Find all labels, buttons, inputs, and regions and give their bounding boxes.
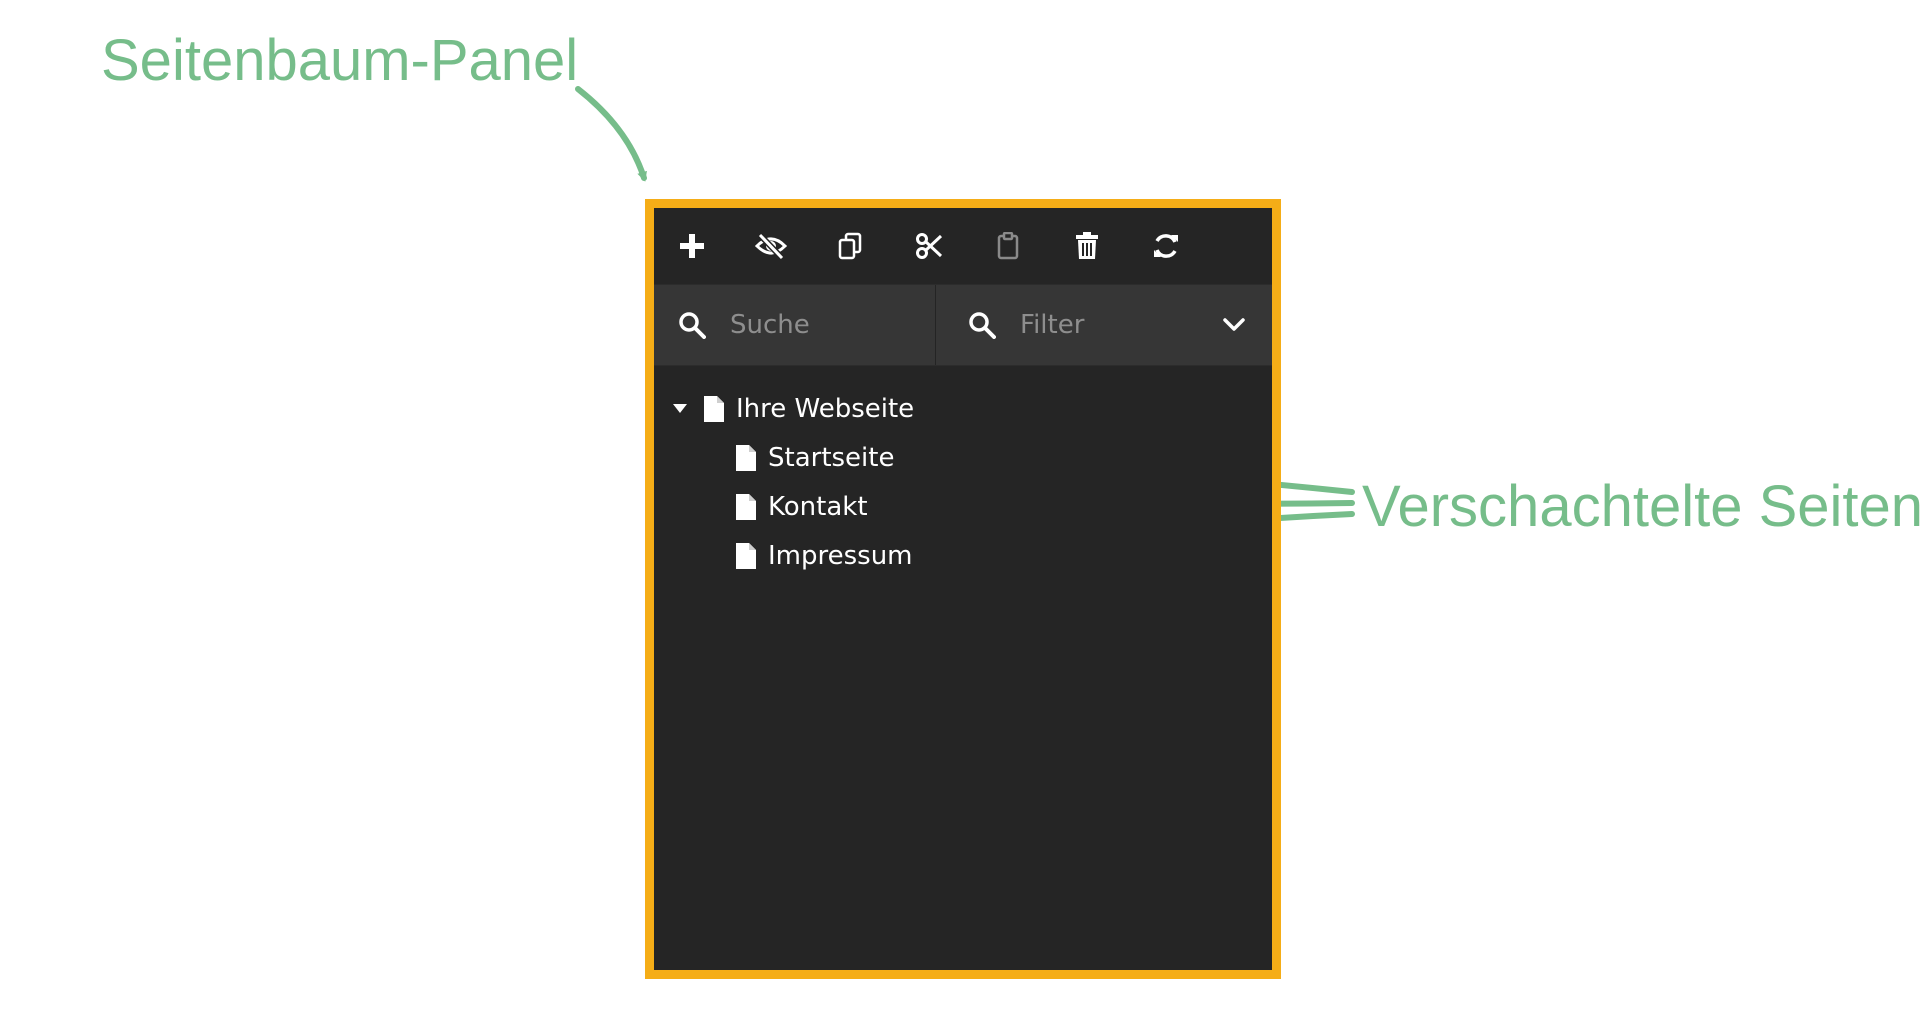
delete-page-button[interactable] xyxy=(1067,226,1107,266)
arrow-to-panel xyxy=(575,86,647,182)
filter-search-icon xyxy=(969,312,996,339)
copy-icon xyxy=(838,232,862,260)
annotation-panel-label: Seitenbaum-Panel xyxy=(101,28,579,93)
search-filter-bar xyxy=(654,284,1272,366)
refresh-tree-button[interactable] xyxy=(1146,226,1186,266)
cut-page-button[interactable] xyxy=(909,226,949,266)
tree-node-label: Ihre Webseite xyxy=(736,393,915,424)
tree-node-startseite[interactable]: Startseite xyxy=(654,433,1272,482)
caret-down-icon[interactable] xyxy=(668,403,692,414)
scissors-icon xyxy=(916,233,943,259)
annotation-nested-label: Verschachtelte Seiten xyxy=(1362,474,1920,539)
tree-node-kontakt[interactable]: Kontakt xyxy=(654,482,1272,531)
paste-page-button[interactable] xyxy=(988,226,1028,266)
page-icon xyxy=(704,395,724,422)
filter-field xyxy=(936,285,1272,365)
search-input[interactable] xyxy=(728,309,912,341)
tree-node-impressum[interactable]: Impressum xyxy=(654,531,1272,580)
search-icon xyxy=(679,312,706,339)
trash-icon xyxy=(1076,232,1098,259)
clipboard-icon xyxy=(997,232,1019,260)
page-icon xyxy=(736,493,756,520)
copy-page-button[interactable] xyxy=(830,226,870,266)
hide-page-button[interactable] xyxy=(751,226,791,266)
page-tree: Ihre Webseite Startseite Kontakt Impress… xyxy=(654,366,1272,580)
eye-slash-icon xyxy=(754,232,788,260)
search-field xyxy=(654,285,936,365)
filter-input[interactable] xyxy=(1018,309,1202,341)
chevron-down-icon[interactable] xyxy=(1222,317,1246,333)
tree-node-label: Kontakt xyxy=(768,491,868,522)
tree-node-label: Startseite xyxy=(768,442,895,473)
tree-node-root[interactable]: Ihre Webseite xyxy=(654,384,1272,433)
refresh-icon xyxy=(1154,234,1178,258)
plus-icon xyxy=(680,234,704,258)
page-tree-panel: Ihre Webseite Startseite Kontakt Impress… xyxy=(645,199,1281,979)
page-icon xyxy=(736,542,756,569)
tree-node-label: Impressum xyxy=(768,540,913,571)
page-tree-toolbar xyxy=(654,208,1272,284)
page-icon xyxy=(736,444,756,471)
add-page-button[interactable] xyxy=(672,226,712,266)
